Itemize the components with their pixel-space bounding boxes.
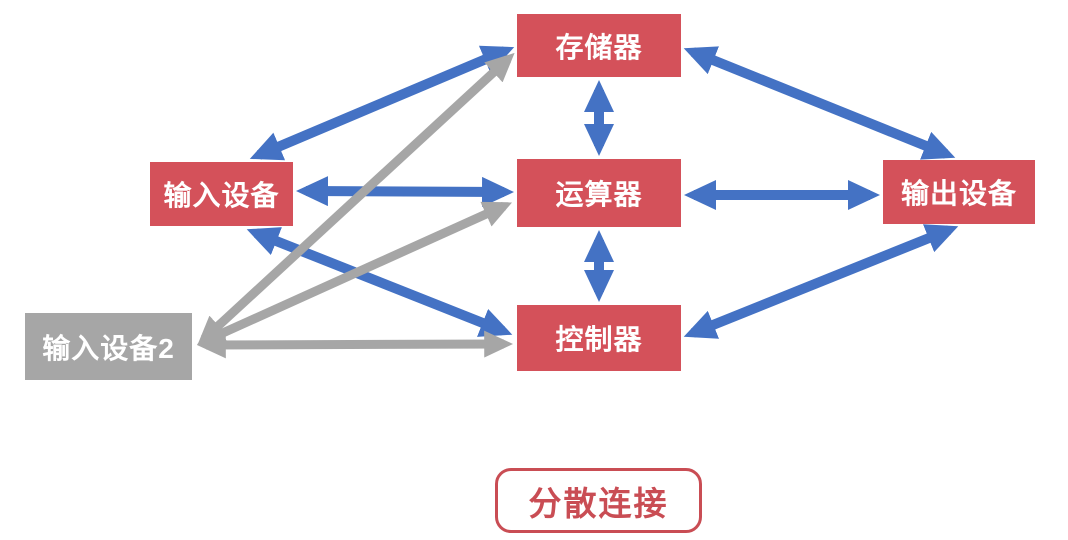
node-controller: 控制器: [517, 305, 681, 371]
node-memory-label: 存储器: [555, 31, 643, 63]
node-input-device-label: 输入设备: [163, 180, 280, 211]
node-controller-label: 控制器: [555, 324, 643, 355]
edge-controller-output: [683, 224, 959, 339]
node-input-device-2: 输入设备2: [25, 313, 192, 380]
edge-input-controller: [246, 227, 513, 337]
node-output-device: 输出设备: [883, 160, 1035, 224]
caption-label: 分散连接: [528, 484, 669, 522]
edge-input-alu: [296, 176, 514, 207]
edge-input2-alu: [196, 201, 513, 346]
node-alu-label: 运算器: [555, 179, 643, 210]
edge-memory-output: [683, 46, 956, 160]
caption-badge: 分散连接: [495, 468, 702, 533]
node-memory: 存储器: [517, 14, 681, 77]
node-input-device-2-label: 输入设备2: [42, 332, 175, 364]
node-alu: 运算器: [517, 159, 681, 227]
edge-input-memory: [249, 45, 515, 161]
node-input-device: 输入设备: [150, 162, 293, 226]
node-output-device-label: 输出设备: [900, 178, 1017, 209]
edge-input2-controller: [197, 330, 513, 359]
